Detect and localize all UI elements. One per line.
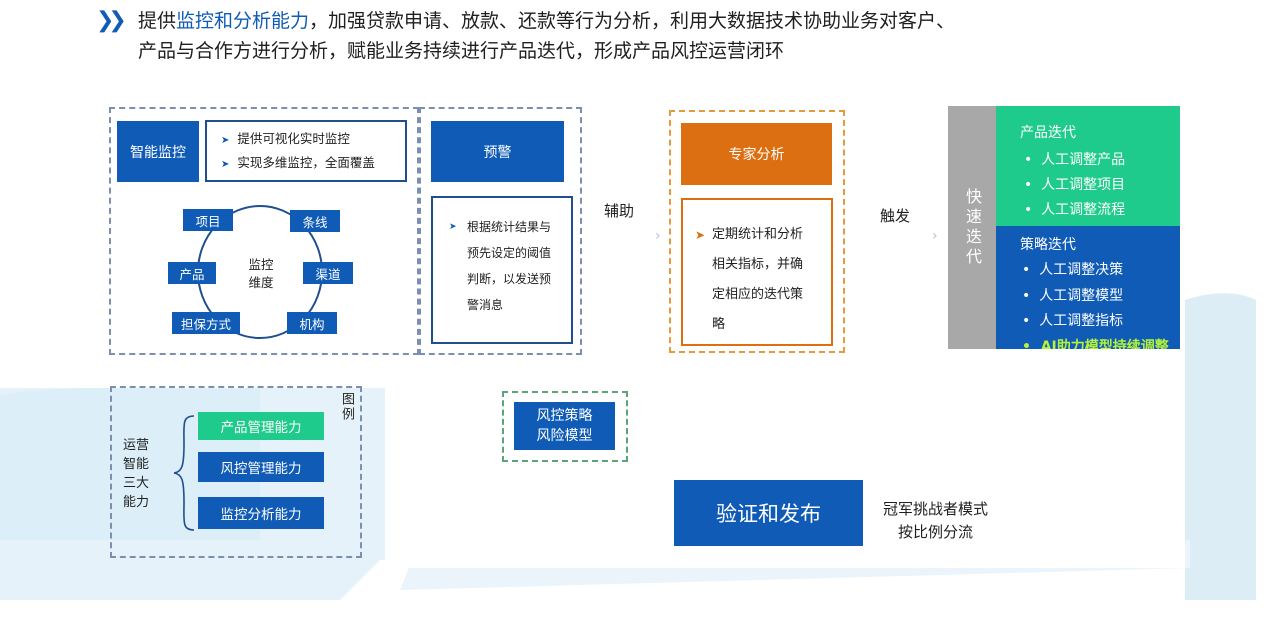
product-iterate-item-text: 人工调整流程 bbox=[1041, 202, 1126, 218]
expert-line: 定相应的迭代策 bbox=[712, 287, 804, 302]
arrow-icon: ➤ bbox=[449, 222, 457, 232]
legend-group bbox=[110, 386, 362, 558]
strategy-iterate-panel: 策略迭代 • 人工调整决策 • 人工调整模型 • 人工调整指标 • AI助力模型… bbox=[996, 226, 1180, 349]
arrow-icon: ➤ bbox=[695, 228, 706, 242]
monitor-group bbox=[109, 107, 419, 355]
dimension-line: 条线 bbox=[290, 210, 340, 232]
assist-label: 辅助 bbox=[604, 202, 635, 220]
expert-description-box: ➤ 定期统计和分析 相关指标，并确 定相应的迭代策 略 bbox=[681, 198, 833, 346]
monitor-bullet-text: 实现多维监控，全面覆盖 bbox=[237, 155, 375, 170]
strategy-iterate-item: • 人工调整指标 bbox=[1022, 313, 1124, 329]
strategy-iterate-item-text: AI助力模型持续调整 bbox=[1040, 338, 1169, 350]
legend-group-line: 智能 bbox=[123, 457, 150, 472]
risk-strategy-line2: 风险模型 bbox=[536, 428, 593, 444]
alert-title: 预警 bbox=[431, 121, 564, 182]
alert-line: 判断，以发送预 bbox=[467, 272, 552, 286]
double-chevron-icon: ❯❯ bbox=[96, 8, 127, 33]
expert-line: 略 bbox=[712, 317, 726, 332]
verify-note-line2: 按比例分流 bbox=[898, 523, 974, 541]
legend-group-line: 能力 bbox=[123, 495, 150, 510]
dimension-guarantee: 担保方式 bbox=[172, 312, 240, 334]
verify-note-line1: 冠军挑战者模式 bbox=[883, 500, 989, 518]
quick-iterate-label: 快速迭代 bbox=[948, 106, 996, 349]
expert-title: 专家分析 bbox=[681, 123, 832, 185]
expert-text: 定期统计和分析 相关指标，并确 定相应的迭代策 略 bbox=[695, 220, 831, 340]
expert-line: 相关指标，并确 bbox=[712, 257, 804, 272]
alert-text: 根据统计结果与 预先设定的阈值 判断，以发送预 警消息 bbox=[453, 214, 571, 318]
strategy-iterate-item-text: 人工调整指标 bbox=[1039, 313, 1124, 329]
legend-title: 图例 bbox=[337, 392, 354, 428]
legend-risk-capability: 风控管理能力 bbox=[198, 452, 324, 482]
dimension-center-line2: 维度 bbox=[248, 275, 274, 290]
legend-monitor-capability: 监控分析能力 bbox=[198, 497, 324, 529]
legend-group-line: 三大 bbox=[123, 476, 150, 491]
strategy-iterate-list: • 人工调整决策 • 人工调整模型 • 人工调整指标 • AI助力模型持续调整 bbox=[1020, 258, 1180, 349]
risk-strategy-box: 风控策略 风险模型 bbox=[514, 402, 615, 450]
dimension-center-label: 监控 维度 bbox=[232, 256, 290, 292]
header-highlight: 监控和分析能力 bbox=[176, 10, 310, 32]
legend-group-line: 运营 bbox=[123, 438, 150, 453]
dimension-channel: 渠道 bbox=[303, 262, 353, 284]
arrow-right-icon: › bbox=[655, 228, 661, 244]
product-iterate-item: • 人工调整项目 bbox=[1024, 177, 1126, 193]
product-iterate-title: 产品迭代 bbox=[1020, 125, 1076, 141]
verify-publish-title: 验证和发布 bbox=[674, 480, 863, 546]
alert-line: 根据统计结果与 bbox=[467, 220, 552, 234]
strategy-iterate-item-text: 人工调整决策 bbox=[1039, 262, 1124, 278]
dimension-product: 产品 bbox=[168, 262, 216, 284]
smart-monitor-title: 智能监控 bbox=[117, 121, 199, 182]
legend-title-text: 图例 bbox=[339, 392, 354, 422]
trigger-label: 触发 bbox=[880, 207, 911, 225]
alert-description-box: ➤ 根据统计结果与 预先设定的阈值 判断，以发送预 警消息 bbox=[431, 196, 573, 344]
product-iterate-item: • 人工调整产品 bbox=[1024, 152, 1126, 168]
monitor-bullet-1: ➤ 提供可视化实时监控 bbox=[221, 128, 405, 152]
risk-strategy-line1: 风控策略 bbox=[536, 408, 593, 424]
alert-description: ➤ 根据统计结果与 预先设定的阈值 判断，以发送预 警消息 bbox=[449, 214, 571, 318]
monitor-bullets-box: ➤ 提供可视化实时监控 ➤ 实现多维监控，全面覆盖 bbox=[205, 120, 407, 182]
header-line-1: 提供监控和分析能力，加强贷款申请、放款、还款等行为分析，利用大数据技术协助业务对… bbox=[138, 6, 955, 36]
product-iterate-item-text: 人工调整项目 bbox=[1041, 177, 1126, 193]
dimension-center-line1: 监控 bbox=[248, 257, 274, 272]
product-iterate-item: • 人工调整流程 bbox=[1024, 202, 1126, 218]
risk-group bbox=[502, 391, 628, 462]
verify-note: 冠军挑战者模式 按比例分流 bbox=[883, 498, 988, 544]
product-iterate-item-text: 人工调整产品 bbox=[1041, 152, 1126, 168]
product-iterate-list: • 人工调整产品 • 人工调整项目 • 人工调整流程 bbox=[1020, 148, 1180, 223]
strategy-iterate-item: • 人工调整模型 bbox=[1022, 287, 1124, 304]
legend-product-capability: 产品管理能力 bbox=[198, 412, 324, 440]
alert-group bbox=[419, 107, 582, 355]
expert-line: 定期统计和分析 bbox=[712, 227, 804, 242]
arrow-icon: ➤ bbox=[221, 159, 230, 170]
expert-group bbox=[669, 110, 845, 353]
header-line-2: 产品与合作方进行分析，赋能业务持续进行产品迭代，形成产品风控运营闭环 bbox=[138, 40, 785, 62]
strategy-iterate-item-text: 人工调整模型 bbox=[1039, 287, 1124, 304]
strategy-iterate-title: 策略迭代 bbox=[1020, 237, 1076, 253]
legend-group-label: 运营 智能 三大 能力 bbox=[123, 436, 149, 512]
quick-iterate-text: 快速迭代 bbox=[963, 187, 982, 268]
arrow-icon: ➤ bbox=[221, 135, 230, 146]
dimension-project: 项目 bbox=[183, 209, 233, 231]
product-iterate-panel: 产品迭代 • 人工调整产品 • 人工调整项目 • 人工调整流程 bbox=[996, 106, 1180, 226]
expert-description: ➤ 定期统计和分析 相关指标，并确 定相应的迭代策 略 bbox=[695, 220, 831, 340]
dimension-institution: 机构 bbox=[287, 312, 337, 334]
header-prefix: 提供 bbox=[138, 10, 177, 32]
strategy-iterate-item-ai: • AI助力模型持续调整 bbox=[1022, 335, 1180, 350]
header-suffix: ，加强贷款申请、放款、还款等行为分析，利用大数据技术协助业务对客户、 bbox=[309, 10, 956, 32]
strategy-iterate-item: • 人工调整决策 bbox=[1022, 262, 1124, 278]
monitor-bullet-2: ➤ 实现多维监控，全面覆盖 bbox=[221, 152, 405, 176]
arrow-right-icon: › bbox=[932, 228, 938, 244]
alert-line: 警消息 bbox=[467, 298, 504, 312]
monitor-bullet-text: 提供可视化实时监控 bbox=[237, 131, 350, 146]
legend-brace-icon bbox=[173, 415, 195, 531]
alert-line: 预先设定的阈值 bbox=[467, 246, 552, 260]
